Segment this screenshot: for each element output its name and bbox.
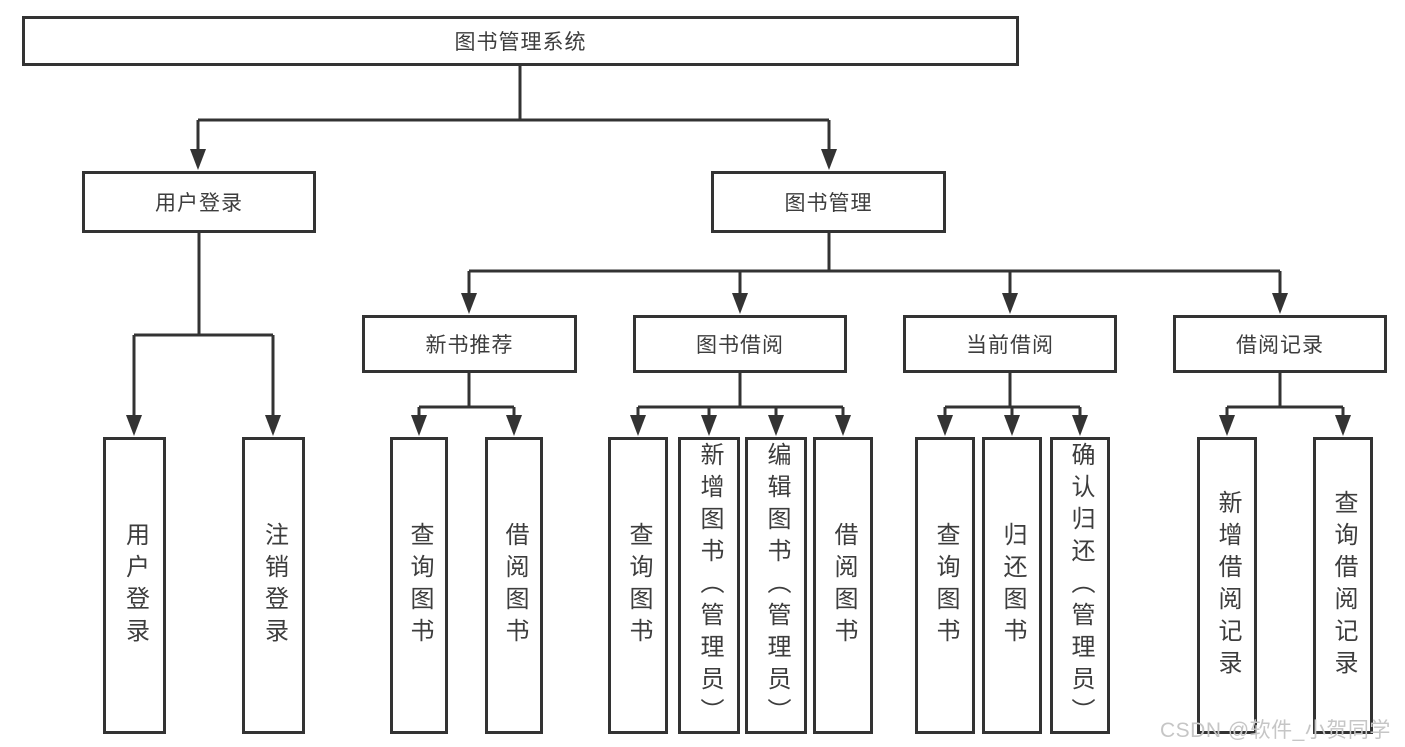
leaf-add-books-admin: 新增图书（管理员）: [678, 437, 740, 734]
leaf-logout: 注销登录: [242, 437, 305, 734]
node-label: 新增借阅记录: [1214, 489, 1241, 682]
node-label: 编辑图书（管理员）: [763, 441, 790, 730]
node-label: 用户登录: [121, 521, 149, 650]
node-new-book-recommend: 新书推荐: [362, 315, 577, 373]
node-label: 查询图书: [625, 521, 652, 650]
node-label: 查询借阅记录: [1330, 489, 1357, 682]
node-label: 确认归还（管理员）: [1067, 441, 1094, 730]
node-label: 借阅图书: [830, 521, 857, 650]
watermark: CSDN @软件_小贺同学: [1160, 719, 1391, 742]
leaf-return-books: 归还图书: [982, 437, 1042, 734]
node-label: 当前借阅: [966, 334, 1054, 357]
leaf-borrow-books: 借阅图书: [485, 437, 543, 734]
leaf-borrow-books: 借阅图书: [813, 437, 873, 734]
node-label: 用户登录: [155, 192, 243, 215]
node-label: 图书管理系统: [454, 31, 587, 54]
node-label: 图书管理: [784, 192, 873, 215]
leaf-query-books: 查询图书: [915, 437, 975, 734]
node-label: 注销登录: [260, 521, 288, 650]
node-label: 归还图书: [999, 521, 1026, 650]
node-book-management: 图书管理: [711, 171, 946, 233]
node-label: 查询图书: [932, 521, 959, 650]
node-user-login: 用户登录: [82, 171, 316, 233]
node-borrowing-records: 借阅记录: [1173, 315, 1387, 373]
node-label: 查询图书: [406, 521, 433, 650]
leaf-query-borrow-record: 查询借阅记录: [1313, 437, 1373, 734]
node-label: 借阅图书: [501, 521, 528, 650]
node-book-borrowing: 图书借阅: [633, 315, 847, 373]
leaf-query-books: 查询图书: [608, 437, 668, 734]
node-label: 新增图书（管理员）: [696, 441, 723, 730]
leaf-add-borrow-record: 新增借阅记录: [1197, 437, 1257, 734]
leaf-confirm-return-admin: 确认归还（管理员）: [1050, 437, 1110, 734]
node-label: 新书推荐: [425, 334, 514, 357]
node-label: 借阅记录: [1236, 334, 1324, 357]
leaf-query-books: 查询图书: [390, 437, 448, 734]
node-library-management-system: 图书管理系统: [22, 16, 1019, 66]
node-label: 图书借阅: [696, 334, 784, 357]
leaf-user-login: 用户登录: [103, 437, 166, 734]
node-current-borrowing: 当前借阅: [903, 315, 1117, 373]
leaf-edit-books-admin: 编辑图书（管理员）: [745, 437, 807, 734]
